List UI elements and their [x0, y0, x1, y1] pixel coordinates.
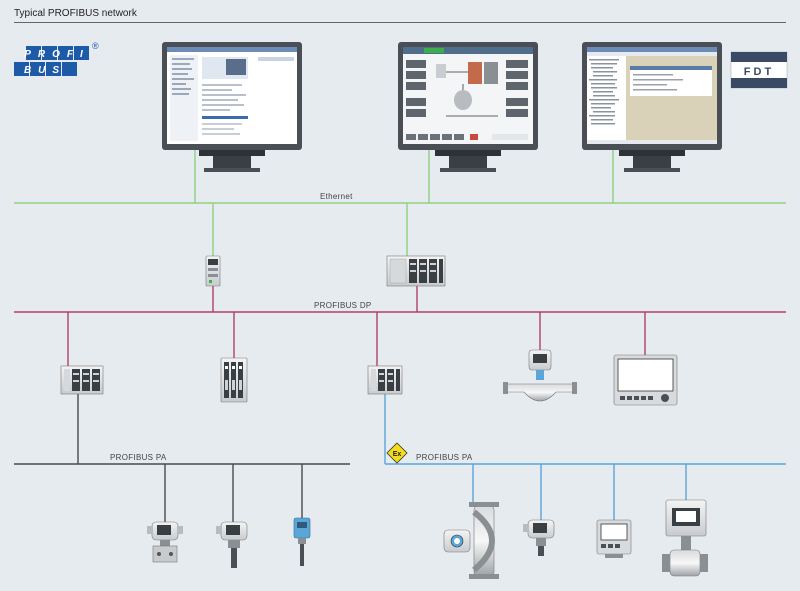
profibus-pa-left-network — [14, 394, 350, 522]
title-divider — [14, 22, 786, 23]
ex-badge-text: Ex — [393, 451, 402, 458]
ethernet-network — [14, 150, 786, 258]
level-switch — [293, 517, 311, 566]
profibus-pa-right-label: PROFIBUS PA — [416, 453, 473, 462]
ex-badge: Ex — [386, 442, 408, 464]
coriolis-flowmeter-dp — [503, 349, 577, 402]
monitor-operator-station — [398, 42, 538, 172]
profibus-logo: PROFI BUS ® — [14, 41, 99, 76]
pressure-transmitter-dp — [147, 521, 183, 563]
fdt-logo-text: FDT — [744, 66, 774, 78]
profibus-dp-label: PROFIBUS DP — [314, 301, 372, 310]
fdt-logo: FDT — [730, 51, 788, 89]
profibus-dp-network — [14, 286, 786, 366]
analysis-transmitter — [596, 519, 632, 558]
ethernet-label: Ethernet — [320, 192, 353, 201]
remote-io-left — [60, 365, 104, 395]
profibus-pa-right-network — [384, 394, 786, 520]
monitor-engineering-station — [162, 42, 302, 172]
remote-io-station — [220, 357, 248, 403]
logo-text-top: PROFI — [24, 49, 90, 60]
ethernet-gateway — [205, 255, 221, 287]
level-transmitter — [216, 521, 248, 568]
control-valve-positioner — [662, 499, 708, 577]
logo-text-bottom: BUS — [24, 65, 66, 76]
data-recorder-display — [613, 354, 678, 406]
controller-plc — [386, 255, 446, 287]
registered-mark: ® — [92, 41, 99, 51]
page-title: Typical PROFIBUS network — [14, 8, 137, 19]
pressure-transmitter-pa — [523, 519, 555, 556]
segment-coupler-ex — [367, 365, 403, 395]
profibus-pa-left-label: PROFIBUS PA — [110, 453, 167, 462]
monitor-asset-management — [582, 42, 722, 172]
coriolis-flowmeter-pa — [443, 502, 499, 579]
